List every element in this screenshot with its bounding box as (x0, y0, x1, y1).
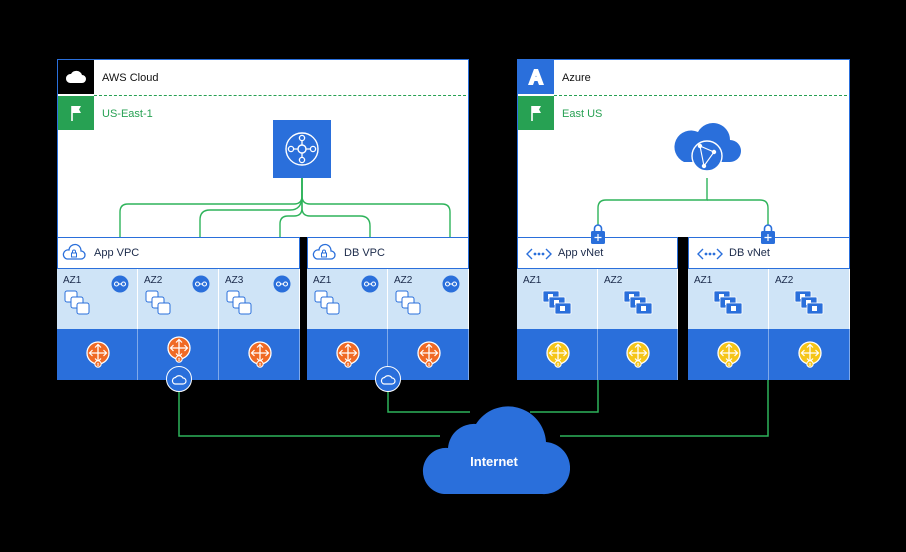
az-label: AZ2 (775, 275, 794, 286)
router-cell: $ (598, 329, 678, 380)
router-cell: $ (219, 329, 300, 380)
instance-stack-icon (63, 289, 93, 322)
az-cell: AZ2 (388, 269, 469, 329)
vpc-lock-icon (312, 242, 336, 264)
vnet-gateway-lock-icon (760, 223, 776, 245)
az-cell: AZ1 (688, 269, 769, 329)
router-cell: $ (138, 329, 219, 380)
router-icon: $ (246, 340, 274, 373)
app-vpc-header: App VPC (57, 237, 300, 269)
az-label: AZ2 (144, 275, 163, 286)
az-cell: AZ2 (769, 269, 850, 329)
vm-stack-icon (712, 289, 746, 324)
svg-text:$: $ (96, 362, 99, 367)
az-label: AZ2 (394, 275, 413, 286)
az-label: AZ3 (225, 275, 244, 286)
router-icon: $ (84, 340, 112, 373)
az-cell: AZ1 (517, 269, 598, 329)
svg-text:$: $ (177, 357, 180, 362)
transit-gateway-icon (273, 120, 331, 178)
az-label: AZ2 (604, 275, 623, 286)
peering-attachment-icon (361, 275, 379, 298)
instance-stack-icon (225, 289, 255, 322)
az-cell: AZ3 (219, 269, 300, 329)
internet-cloud-icon (422, 406, 571, 495)
az-label: AZ1 (63, 275, 82, 286)
svg-text:$: $ (427, 362, 430, 367)
vnet-gap (678, 237, 688, 380)
vnet-icon (697, 247, 723, 261)
svg-text:$: $ (258, 362, 261, 367)
peering-attachment-icon (111, 275, 129, 298)
azure-logo-icon (518, 60, 554, 94)
az-cell: AZ2 (598, 269, 678, 329)
az-label: AZ1 (694, 275, 713, 286)
az-label: AZ1 (523, 275, 542, 286)
aws-title: AWS Cloud (102, 72, 159, 84)
az-cell: AZ2 (138, 269, 219, 329)
vnet-icon (526, 247, 552, 261)
internet-cloud: Internet (418, 400, 571, 496)
router-icon: $ (334, 340, 362, 373)
router-cell: $ (769, 329, 850, 380)
internet-label: Internet (470, 454, 518, 469)
divider (554, 95, 847, 96)
router-icon: $ (544, 340, 572, 373)
internet-gateway-icon (166, 366, 192, 392)
svg-text:$: $ (637, 362, 640, 367)
divider (94, 95, 466, 96)
aws-region: US-East-1 (102, 108, 153, 120)
router-cell: $ (517, 329, 598, 380)
instance-stack-icon (313, 289, 343, 322)
cloud-icon (58, 60, 94, 94)
az-cell: AZ1 (57, 269, 138, 329)
svg-text:$: $ (727, 362, 730, 367)
router-cell: $ (688, 329, 769, 380)
router-icon: $ (715, 340, 743, 373)
svg-text:$: $ (808, 362, 811, 367)
svg-text:$: $ (346, 362, 349, 367)
router-icon: $ (796, 340, 824, 373)
vnet-gateway-lock-icon (590, 223, 606, 245)
global-network-cloud-icon (670, 118, 744, 180)
vpc-gap (300, 237, 307, 380)
app-vpc-label: App VPC (94, 247, 140, 259)
az-cell: AZ1 (307, 269, 388, 329)
vm-stack-icon (793, 289, 827, 324)
instance-stack-icon (394, 289, 424, 322)
router-icon: $ (415, 340, 443, 373)
peering-attachment-icon (273, 275, 291, 298)
router-cell: $ (57, 329, 138, 380)
db-vnet-label: DB vNet (729, 247, 770, 259)
az-label: AZ1 (313, 275, 332, 286)
azure-region: East US (562, 108, 603, 120)
flag-icon (518, 96, 554, 130)
db-vpc-label: DB VPC (344, 247, 385, 259)
peering-attachment-icon (442, 275, 460, 298)
app-vnet-label: App vNet (558, 247, 604, 259)
router-cell: $ (307, 329, 388, 380)
db-vpc-header: DB VPC (307, 237, 469, 269)
svg-text:$: $ (556, 362, 559, 367)
vpc-lock-icon (62, 242, 86, 264)
router-icon: $ (624, 340, 652, 373)
instance-stack-icon (144, 289, 174, 322)
vm-stack-icon (541, 289, 575, 324)
flag-icon (58, 96, 94, 130)
router-cell: $ (388, 329, 469, 380)
vm-stack-icon (622, 289, 656, 324)
internet-gateway-icon (375, 366, 401, 392)
azure-title: Azure (562, 72, 591, 84)
peering-attachment-icon (192, 275, 210, 298)
router-icon: $ (165, 335, 193, 368)
